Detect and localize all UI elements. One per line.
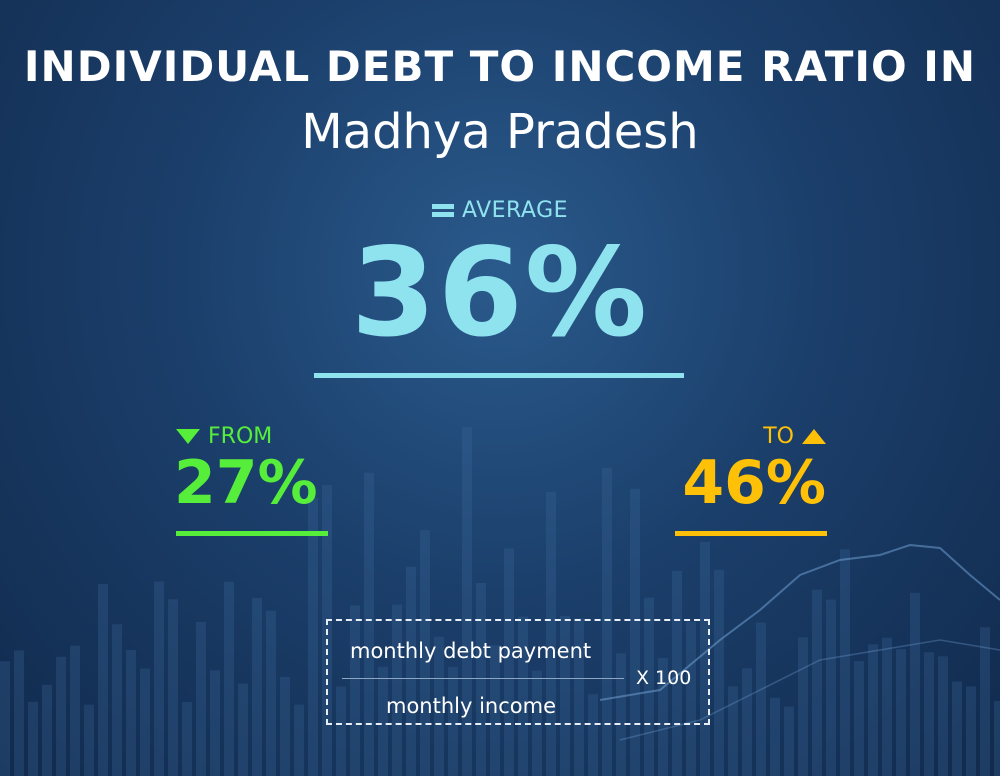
background-bar: [462, 427, 472, 776]
background-bar: [812, 589, 822, 776]
background-bar: [686, 621, 696, 776]
background-bar: [308, 497, 318, 776]
background-bar: [854, 661, 864, 776]
from-label: FROM: [208, 424, 273, 449]
background-bar: [154, 581, 164, 776]
background-bar: [336, 686, 346, 776]
background-bar: [630, 488, 640, 776]
background-bar: [490, 645, 500, 776]
background-bar: [756, 622, 766, 776]
background-bar: [210, 670, 220, 776]
from-value: 27%: [174, 448, 318, 518]
background-bar: [196, 621, 206, 776]
background-bar: [952, 681, 962, 776]
formula-box: monthly debt payment monthly income X 10…: [326, 619, 710, 725]
background-bar: [392, 604, 402, 776]
background-bar: [420, 530, 430, 776]
from-label-row: FROM: [176, 424, 272, 449]
background-bar: [658, 657, 668, 776]
background-bar: [672, 571, 682, 776]
background-bar: [574, 618, 584, 776]
background-bar: [252, 597, 262, 776]
background-bar: [714, 569, 724, 776]
formula-denominator: monthly income: [386, 694, 557, 718]
region-name: Madhya Pradesh: [301, 104, 699, 160]
fraction-divider: [342, 678, 624, 679]
equals-icon: [431, 204, 454, 217]
background-bar: [364, 472, 374, 776]
background-bar: [504, 548, 514, 776]
background-bar: [126, 649, 136, 776]
background-bar: [742, 668, 752, 776]
background-bar: [70, 645, 80, 776]
average-label-row: AVERAGE: [0, 198, 1000, 223]
background-bar: [994, 700, 1000, 776]
average-value: 36%: [350, 222, 649, 364]
background-bar: [560, 615, 570, 776]
background-bar: [896, 649, 906, 776]
background-bar: [14, 650, 24, 776]
average-label: AVERAGE: [461, 198, 569, 223]
average-underline: [314, 373, 684, 378]
background-bar: [868, 644, 878, 776]
background-bar: [966, 686, 976, 776]
background-bar: [0, 661, 10, 776]
background-bar: [168, 599, 178, 776]
background-bar: [350, 605, 360, 776]
background-bar: [798, 637, 808, 776]
background-bar: [294, 704, 304, 776]
background-bar: [826, 599, 836, 776]
background-bar: [784, 706, 794, 776]
background-bar: [448, 667, 458, 776]
background-bar: [378, 666, 388, 776]
background-bar: [182, 701, 192, 776]
to-label: TO: [763, 424, 794, 449]
background-trend-line: [599, 543, 1000, 701]
background-bar: [882, 637, 892, 776]
background-bar: [938, 656, 948, 776]
background-bar: [476, 582, 486, 776]
page-title: INDIVIDUAL DEBT TO INCOME RATIO IN: [23, 42, 977, 91]
background-bar: [112, 624, 122, 776]
background-bar: [616, 653, 626, 776]
background-bar: [980, 627, 990, 776]
triangle-up-icon: [802, 429, 826, 444]
background-bar: [280, 676, 290, 776]
background-bar: [84, 704, 94, 776]
background-bar: [56, 656, 66, 776]
background-bar: [406, 566, 416, 776]
from-underline: [176, 531, 328, 536]
background-bar: [546, 491, 556, 776]
to-label-row: TO: [740, 424, 826, 449]
background-bar: [518, 616, 528, 776]
background-bar: [42, 684, 52, 776]
background-bar: [238, 683, 248, 776]
background-bar: [728, 686, 738, 776]
formula-numerator: monthly debt payment: [350, 639, 592, 663]
background-bar: [840, 549, 850, 776]
triangle-down-icon: [176, 429, 200, 444]
background-bar: [434, 636, 444, 776]
formula-multiplier: X 100: [636, 667, 692, 689]
background-bar: [770, 697, 780, 776]
background-bar: [224, 581, 234, 776]
background-bar: [28, 701, 38, 776]
background-bar: [588, 694, 598, 776]
background-bar: [910, 592, 920, 776]
to-value: 46%: [682, 448, 826, 518]
background-bar: [602, 467, 612, 776]
background-bar: [644, 597, 654, 776]
to-underline: [675, 531, 827, 536]
background-bar: [700, 541, 710, 776]
background-bar: [924, 652, 934, 776]
background-bar: [266, 610, 276, 776]
background-bar: [140, 668, 150, 776]
background-bar: [98, 584, 108, 776]
